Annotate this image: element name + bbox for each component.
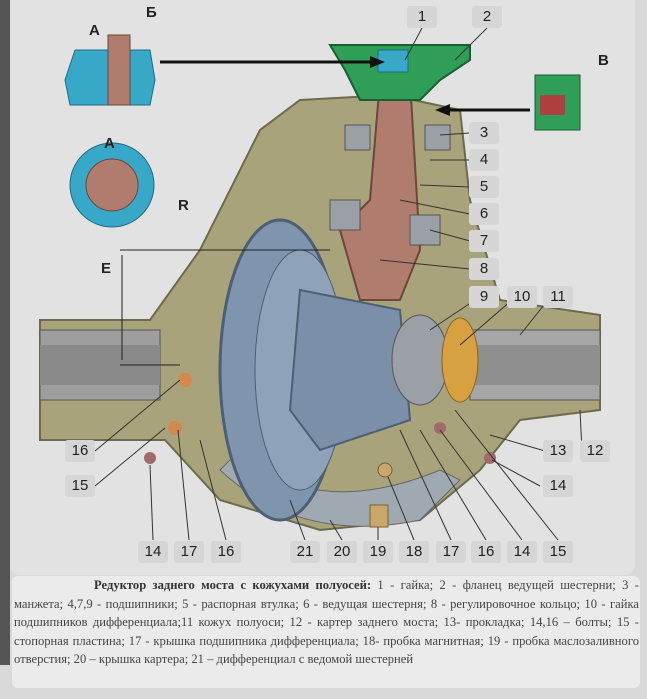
figure-caption: Редуктор заднего моста с кожухами полуос… <box>14 576 639 669</box>
pinion-shaft <box>338 79 422 301</box>
part-label: 1 <box>407 6 437 28</box>
part-label: 14 <box>138 541 168 563</box>
label-letter-b-top: Б <box>146 4 157 21</box>
part-label: 15 <box>65 475 95 497</box>
part-label: 17 <box>174 541 204 563</box>
part-label: 10 <box>507 286 537 308</box>
part-label: 13 <box>543 440 573 462</box>
part-label: 16 <box>471 541 501 563</box>
part-label: 8 <box>469 258 499 280</box>
label-letter-a-mid: А <box>104 135 115 152</box>
inset-seal <box>534 74 581 131</box>
inset-nut-side <box>64 34 156 106</box>
part-label: 16 <box>65 440 95 462</box>
caption-title: Редуктор заднего моста с кожухами полуос… <box>94 578 372 592</box>
part-label: 2 <box>472 6 502 28</box>
part-label: 11 <box>543 286 573 308</box>
inset-nut-top <box>69 142 155 228</box>
fill-plug <box>369 504 389 528</box>
differential-case <box>288 288 412 452</box>
part-label: 20 <box>327 541 357 563</box>
pinion-bearing-lower <box>329 199 361 231</box>
gearbox-illustration <box>39 27 601 541</box>
part-label: 14 <box>507 541 537 563</box>
part-label: 4 <box>469 149 499 171</box>
label-letter-e: E <box>101 260 112 277</box>
left-border <box>0 0 10 665</box>
part-label: 6 <box>469 203 499 225</box>
pinion-bearing-upper <box>344 124 371 151</box>
part-label: 16 <box>211 541 241 563</box>
part-label: 21 <box>290 541 320 563</box>
part-label: 17 <box>436 541 466 563</box>
part-label: 3 <box>469 122 499 144</box>
part-label: 5 <box>469 176 499 198</box>
part-label: 14 <box>543 475 573 497</box>
bearing-nut <box>441 317 479 403</box>
caption-text: 1 - гайка; 2 - фланец ведущей шестерни; … <box>14 578 639 666</box>
part-label: 12 <box>580 440 610 462</box>
label-letter-r: R <box>178 197 189 214</box>
part-label: 19 <box>363 541 393 563</box>
magnetic-plug <box>377 462 393 478</box>
part-label: 7 <box>469 230 499 252</box>
part-label: 15 <box>543 541 573 563</box>
differential-bearing <box>391 314 449 406</box>
caption-background <box>12 576 640 688</box>
part-label: 18 <box>399 541 429 563</box>
label-letter-a-top: А <box>89 22 100 39</box>
part-label: 9 <box>469 286 499 308</box>
label-letter-v: В <box>598 52 609 69</box>
